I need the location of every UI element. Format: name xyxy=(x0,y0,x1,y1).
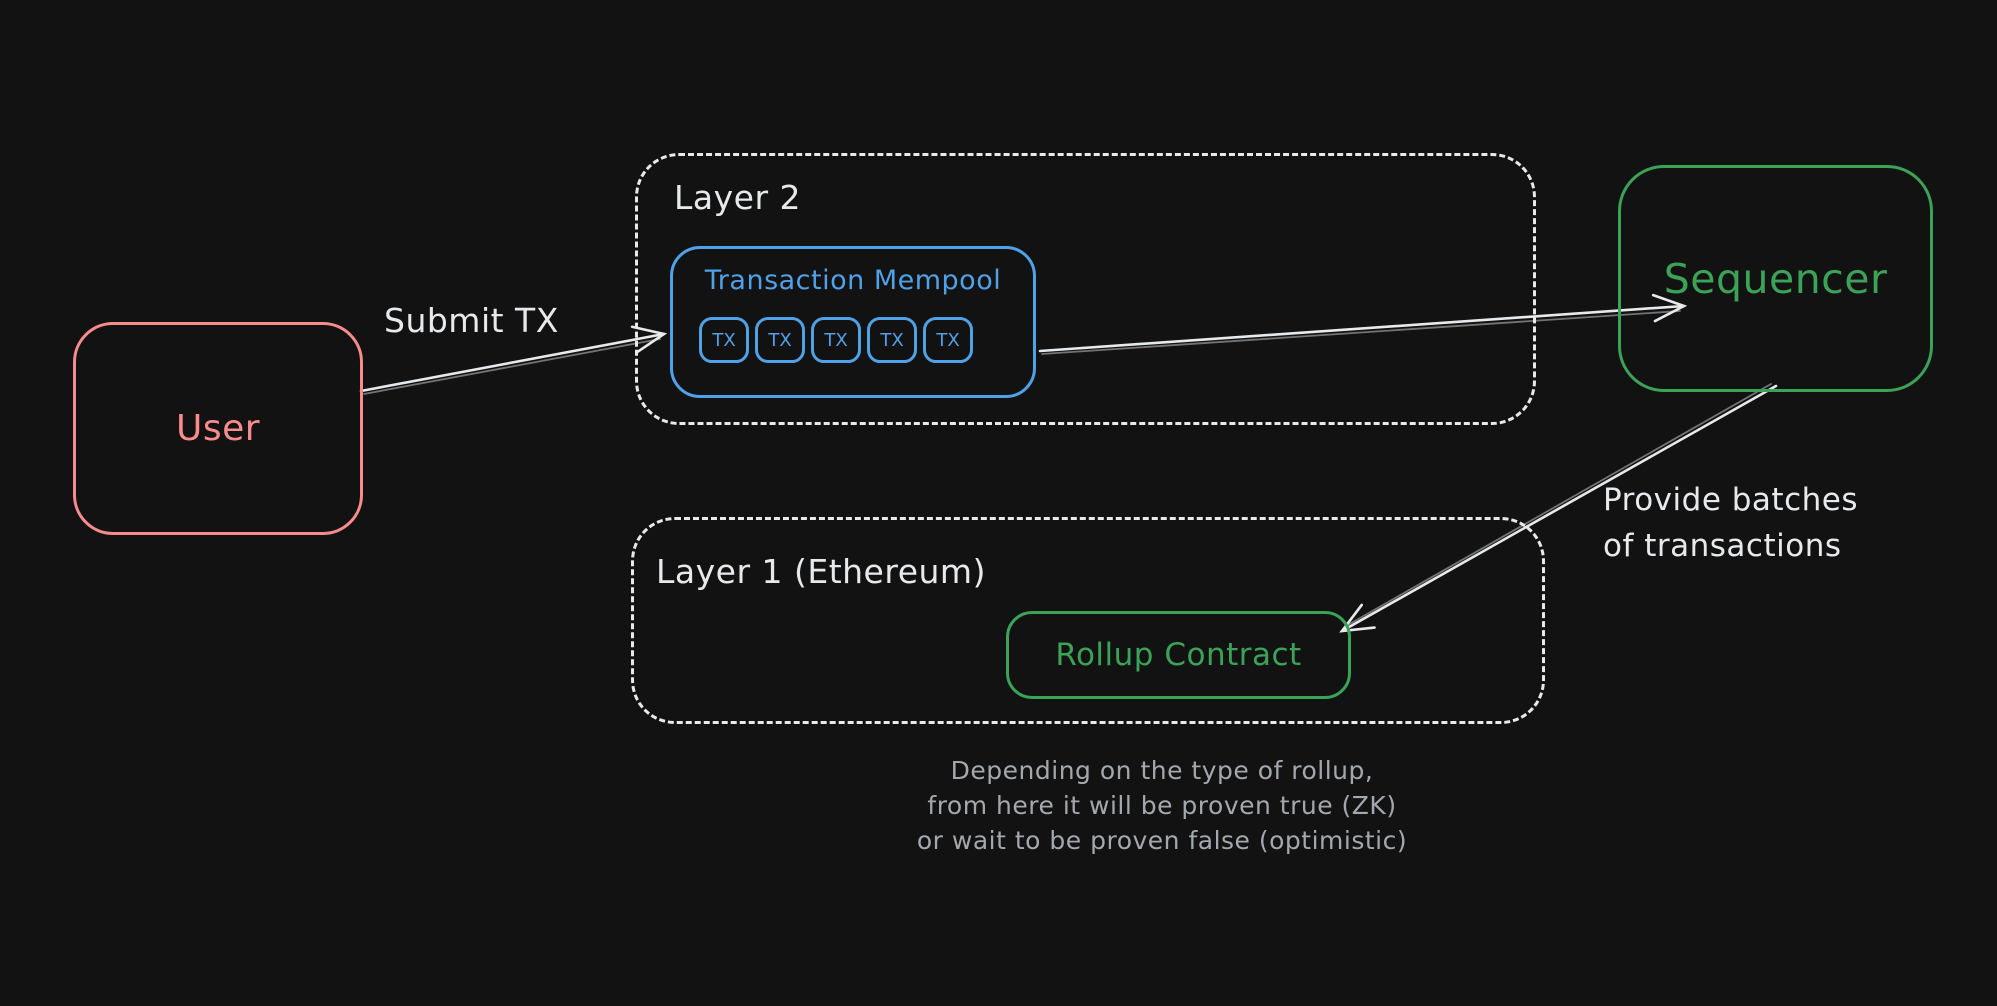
transaction-mempool-node: Transaction Mempool TX TX TX TX TX xyxy=(670,246,1036,398)
provide-batches-line2: of transactions xyxy=(1603,528,1842,564)
layer2-group: Layer 2 Transaction Mempool TX TX TX TX … xyxy=(635,153,1536,425)
edge-submit-tx-ghost xyxy=(363,338,661,395)
tx-item: TX xyxy=(923,317,973,363)
user-label: User xyxy=(175,408,261,449)
tx-label: TX xyxy=(936,329,960,351)
tx-item: TX xyxy=(699,317,749,363)
layer1-group: Layer 1 (Ethereum) Rollup Contract xyxy=(631,517,1545,724)
caption-line1: Depending on the type of rollup, xyxy=(950,756,1374,785)
caption-line2: from here it will be proven true (ZK) xyxy=(927,791,1397,820)
transaction-mempool-title: Transaction Mempool xyxy=(704,265,1002,296)
tx-label: TX xyxy=(880,329,904,351)
user-node: User xyxy=(73,322,363,535)
tx-item: TX xyxy=(755,317,805,363)
tx-item: TX xyxy=(867,317,917,363)
provide-batches-line1: Provide batches xyxy=(1603,482,1858,518)
sequencer-node: Sequencer xyxy=(1618,165,1933,392)
submit-tx-label: Submit TX xyxy=(384,301,559,340)
tx-label: TX xyxy=(768,329,792,351)
tx-row: TX TX TX TX TX xyxy=(699,317,973,363)
provide-batches-label: Provide batches of transactions xyxy=(1603,477,1858,569)
tx-label: TX xyxy=(824,329,848,351)
rollup-contract-node: Rollup Contract xyxy=(1006,611,1351,699)
tx-label: TX xyxy=(712,329,736,351)
caption-line3: or wait to be proven false (optimistic) xyxy=(916,826,1408,855)
rollup-contract-label: Rollup Contract xyxy=(1055,637,1302,673)
tx-item: TX xyxy=(811,317,861,363)
rollup-type-caption: Depending on the type of rollup, from he… xyxy=(888,753,1436,858)
layer1-label: Layer 1 (Ethereum) xyxy=(656,552,986,591)
sequencer-label: Sequencer xyxy=(1663,254,1888,303)
edge-submit-tx xyxy=(359,325,668,393)
layer2-label: Layer 2 xyxy=(674,178,801,217)
